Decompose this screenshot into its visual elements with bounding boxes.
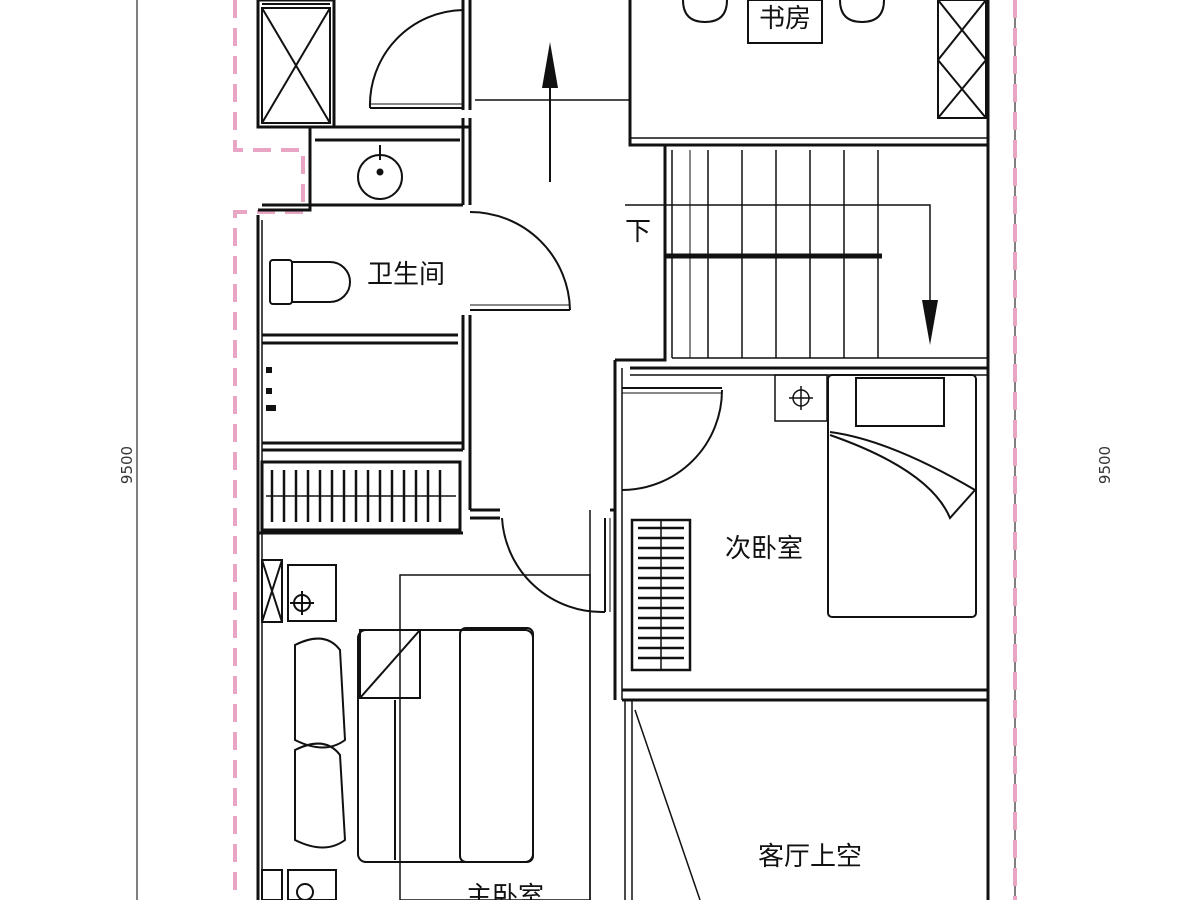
doors — [368, 9, 723, 614]
outlet-icon — [774, 374, 828, 422]
room-living-void-label: 客厅上空 — [758, 842, 862, 872]
master-bedroom-furniture — [261, 559, 591, 900]
dimension-right: 9500 — [1096, 446, 1114, 484]
corridor-arrow — [542, 42, 558, 182]
dimension-left: 9500 — [118, 446, 136, 484]
stair-down-label: 下 — [625, 217, 651, 247]
staircase — [625, 150, 988, 359]
second-bedroom-bed — [827, 374, 977, 618]
room-study-label: 书房 — [759, 4, 811, 34]
sink-icon — [357, 145, 403, 200]
room-bathroom-label: 卫生间 — [367, 260, 445, 290]
room-second-bedroom-label: 次卧室 — [725, 534, 803, 564]
study-furniture — [682, 0, 987, 119]
hall-wardrobe — [260, 460, 462, 532]
walls — [256, 0, 990, 900]
property-boundary — [233, 0, 1017, 900]
wardrobe-top — [261, 3, 331, 124]
toilet-icon — [269, 259, 351, 305]
shower-icon — [266, 367, 276, 411]
room-master-bedroom-label: 主卧室 — [466, 882, 544, 900]
second-bedroom-wardrobe — [630, 518, 692, 672]
stair-down-arrow — [922, 300, 938, 345]
